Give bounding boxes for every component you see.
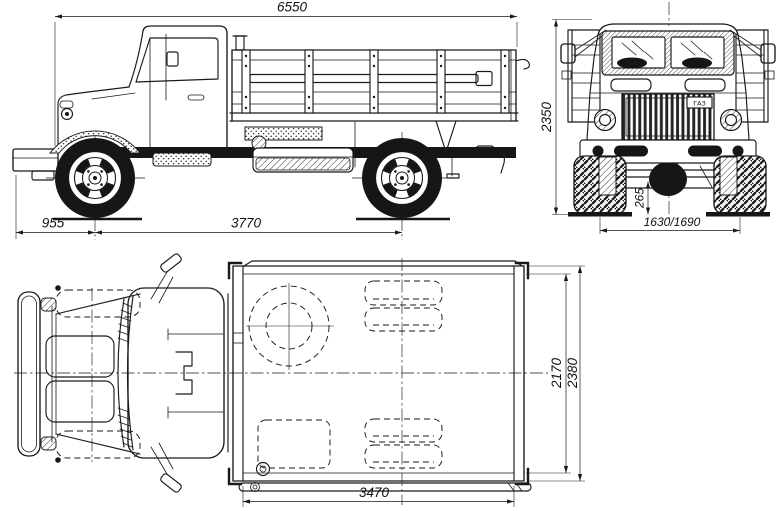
mirror-left: [560, 43, 576, 64]
mirror-right: [760, 43, 776, 64]
headlamp-side: [60, 107, 74, 121]
rear-wheels-hidden: [364, 280, 443, 469]
bed-front-panels: [561, 29, 775, 123]
dim-bed-inner-width: 2170: [549, 357, 564, 389]
dim-wheelbase: 3770: [231, 216, 262, 231]
plan-view: 2170 2380 3470: [14, 253, 585, 507]
side-view-dimensions: 6550 955 3770: [15, 0, 518, 239]
dim-overall-height: 2350: [539, 101, 554, 133]
spare-wheel-plan: [246, 283, 334, 370]
leaf-spring-right: [719, 156, 738, 196]
mirror-plan-top: [160, 253, 182, 273]
dim-track: 1630/1690: [644, 215, 701, 229]
cab-step: [152, 152, 212, 167]
cab-plan: [17, 253, 229, 493]
mirror-plan-bottom: [160, 473, 182, 493]
cowl-vent-left: [610, 78, 652, 92]
bumper-plan: [17, 291, 41, 457]
fender-cap-top: [40, 297, 57, 312]
differential: [649, 162, 687, 196]
grille-badge: [686, 96, 713, 109]
dim-bed-length: 3470: [359, 485, 390, 500]
roof-front: [597, 23, 739, 36]
cowl-vent-right: [684, 78, 726, 92]
roof-hatch-mark: [175, 351, 193, 395]
front-bumper-face: [579, 139, 757, 177]
corner-posts: [227, 261, 530, 486]
dim-ground-clearance: 265: [633, 188, 647, 209]
hood-line: [87, 86, 130, 93]
front-wheel: [55, 138, 135, 218]
side-mirror: [166, 51, 179, 67]
dim-front-overhang: 955: [42, 216, 65, 231]
front-view-dimensions: 2350 265 1630/1690: [539, 19, 741, 234]
dim-overall-width: 2380: [565, 357, 580, 389]
cargo-bed-side: [229, 35, 531, 179]
wiper-left: [617, 57, 647, 69]
side-view: 6550 955 3770: [12, 0, 531, 240]
side-board-bottom: [238, 482, 532, 492]
bed-outline: [232, 265, 525, 482]
side-board-top: [243, 260, 523, 267]
door-handle: [187, 94, 205, 101]
bed-support-brace: [435, 120, 457, 153]
roof-plan: [127, 287, 225, 459]
front-wheel-arch: [49, 130, 141, 154]
wheel-arch-dashed-top: [55, 289, 141, 318]
hood-panel-left: [45, 335, 115, 378]
ground-pad-right: [706, 212, 770, 217]
front-mirrors: [560, 29, 776, 64]
fender-cap-bottom: [40, 436, 57, 451]
door-window: [135, 37, 219, 83]
tow-hitch: [475, 145, 495, 157]
turn-signal-side: [59, 100, 74, 109]
grille-badge-text: ГАЗ: [693, 100, 706, 108]
cab-and-hood: [12, 25, 228, 181]
mud-flap: [446, 173, 460, 179]
dim-overall-length: 6550: [277, 0, 308, 15]
front-rack-post: [235, 35, 245, 51]
a-pillar: [128, 30, 144, 88]
ground-pad-left: [568, 212, 632, 217]
fuel-tank: [252, 121, 356, 173]
fuel-tank-hidden: [257, 419, 331, 469]
bed-stakes: [241, 49, 510, 114]
front-view: ГАЗ 2350 265 1630/1690: [539, 2, 776, 234]
bed-plan: [227, 260, 532, 492]
wheel-arch-dashed-bottom: [55, 430, 141, 459]
cab-roof: [142, 25, 228, 150]
bed-floor-sill: [229, 112, 519, 122]
leaf-spring-left: [598, 156, 617, 196]
hood-edges: [55, 293, 141, 455]
hood-panel-right: [45, 380, 115, 423]
rear-wheel: [362, 138, 442, 218]
plan-view-dimensions: 2170 2380 3470: [242, 265, 585, 507]
fuel-filler: [255, 461, 271, 477]
tool-box: [244, 126, 323, 141]
wiper-right: [682, 57, 712, 69]
tow-pin: [660, 163, 678, 171]
rope-hook: [515, 58, 531, 70]
bumper-step: [31, 170, 55, 181]
